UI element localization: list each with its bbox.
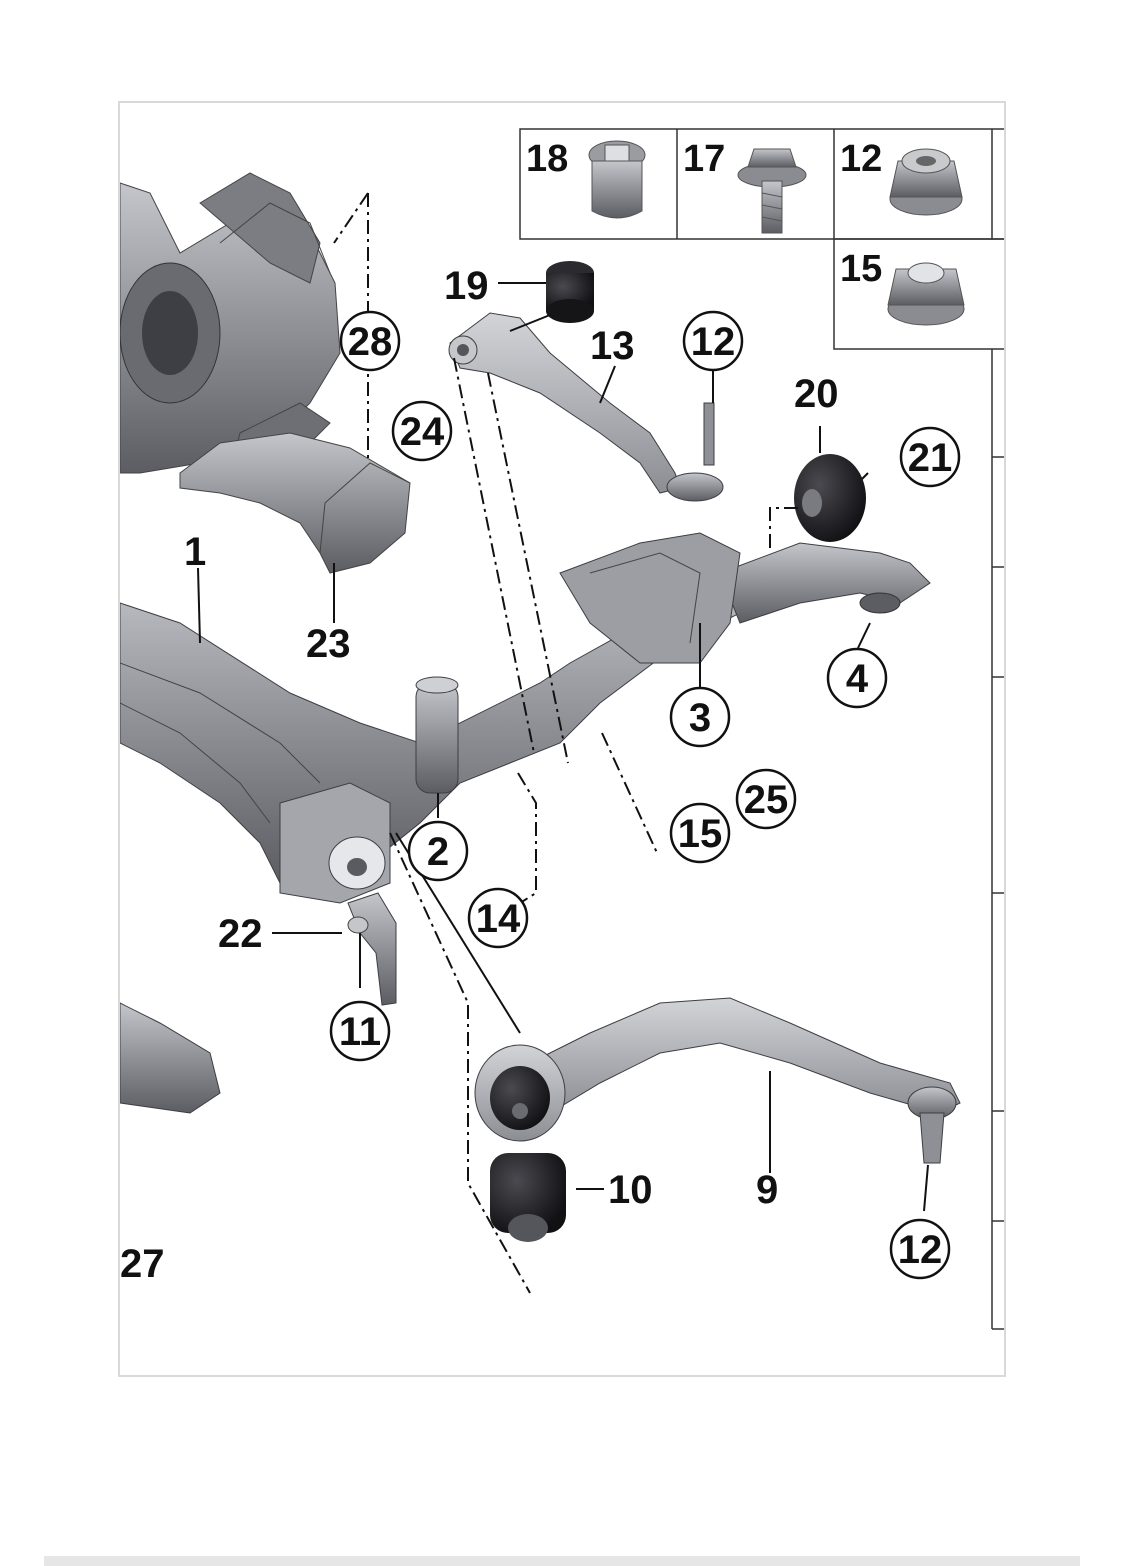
svg-text:12: 12 xyxy=(691,320,736,364)
callout-12-lower: 12 xyxy=(889,1218,951,1280)
svg-text:3: 3 xyxy=(689,696,711,740)
label-1: 1 xyxy=(184,530,206,574)
bottom-bar xyxy=(44,1556,1080,1566)
callout-15: 15 xyxy=(669,802,731,864)
bracket-22 xyxy=(347,892,397,1006)
callout-3: 3 xyxy=(669,686,731,748)
parts-box-row-1 xyxy=(519,128,1004,240)
part-15-label: 15 xyxy=(840,248,882,290)
svg-text:21: 21 xyxy=(908,436,953,480)
callout-12-upper: 12 xyxy=(682,310,744,372)
parts-box-row-2 xyxy=(833,238,1004,350)
svg-text:14: 14 xyxy=(476,897,521,941)
label-19: 19 xyxy=(444,264,489,308)
bush-19 xyxy=(546,261,594,323)
bush-10 xyxy=(490,1153,566,1242)
callout-21: 21 xyxy=(899,426,961,488)
callout-25: 25 xyxy=(735,768,797,830)
heat-shield xyxy=(179,432,411,574)
svg-text:12: 12 xyxy=(898,1228,943,1272)
upper-control-arm xyxy=(448,312,724,502)
assembly-lines xyxy=(333,192,800,1294)
callout-28: 28 xyxy=(339,310,401,372)
svg-text:28: 28 xyxy=(348,320,393,364)
svg-text:4: 4 xyxy=(846,657,869,701)
suspension-exploded-diagram: 18 17 12 15 xyxy=(120,128,1004,1330)
label-27: 27 xyxy=(120,1242,165,1286)
svg-text:25: 25 xyxy=(744,778,789,822)
svg-text:11: 11 xyxy=(339,1010,381,1054)
label-9: 9 xyxy=(756,1168,778,1212)
svg-text:15: 15 xyxy=(678,812,723,856)
label-20: 20 xyxy=(794,372,839,416)
hex-socket-bolt-icon xyxy=(588,140,646,219)
rear-axle-carrier xyxy=(120,532,931,904)
part-12-label: 12 xyxy=(840,138,882,180)
lower-wishbone xyxy=(474,997,961,1164)
label-13: 13 xyxy=(590,324,635,368)
callout-2: 2 xyxy=(407,820,469,882)
callout-11: 11 xyxy=(329,1000,391,1062)
svg-text:2: 2 xyxy=(427,830,449,874)
collar-nut-icon xyxy=(889,148,963,216)
parts-box: 18 17 12 15 xyxy=(519,128,1004,350)
label-10: 10 xyxy=(608,1168,653,1212)
hex-flange-nut-icon xyxy=(887,262,965,326)
callout-4: 4 xyxy=(826,647,888,709)
svg-text:24: 24 xyxy=(400,410,445,454)
wheel-carrier xyxy=(120,172,341,474)
part-17-label: 17 xyxy=(683,138,725,180)
part-18-label: 18 xyxy=(526,138,568,180)
diagram-frame: 18 17 12 15 xyxy=(118,101,1006,1377)
label-22: 22 xyxy=(218,912,263,956)
label-23: 23 xyxy=(306,622,351,666)
flange-bolt-icon xyxy=(737,148,807,234)
adjacent-sheet-edge xyxy=(991,349,1004,1330)
bush-20-21 xyxy=(794,454,866,542)
callout-14: 14 xyxy=(467,887,529,949)
thrust-panel xyxy=(120,1002,221,1114)
callout-24: 24 xyxy=(391,400,453,462)
